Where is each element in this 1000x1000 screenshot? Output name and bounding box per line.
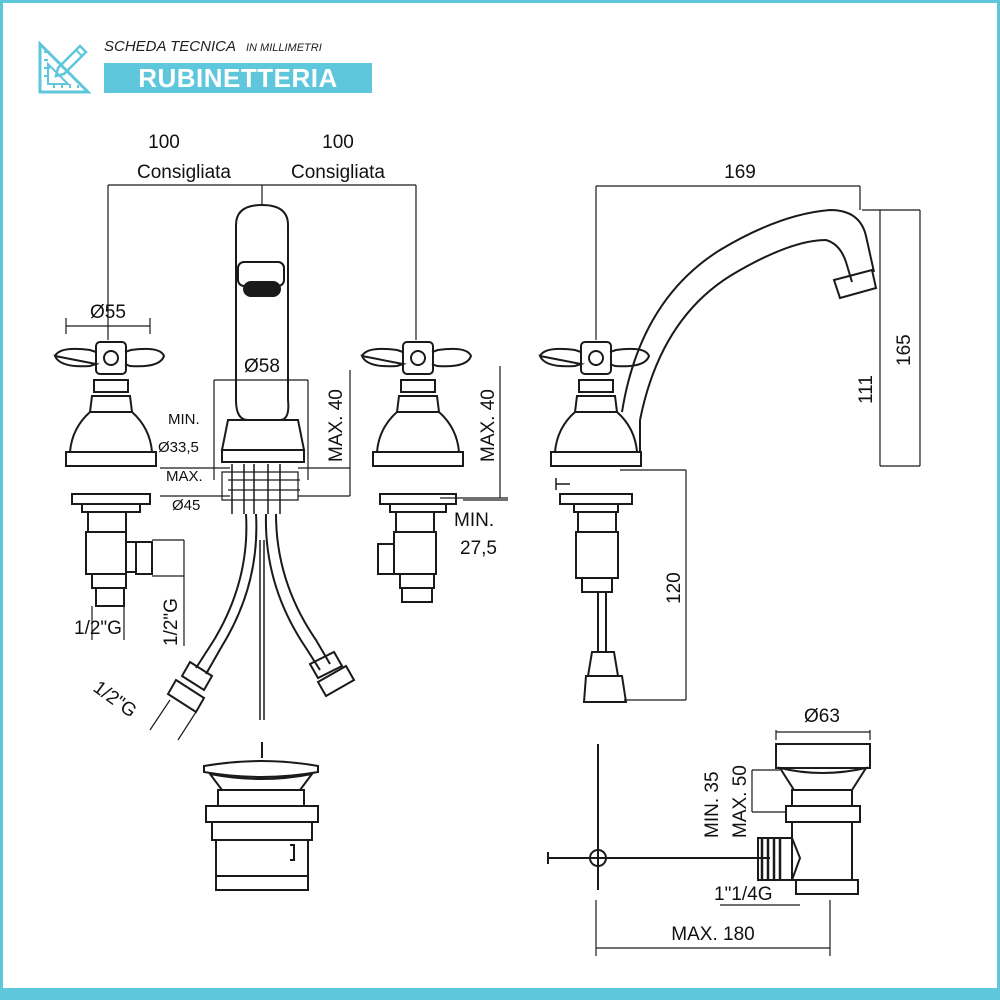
hose-length: 120 bbox=[664, 572, 685, 604]
thread-left-horizontal: 1/2"G bbox=[74, 618, 122, 639]
height-111: 111 bbox=[856, 375, 877, 404]
sheet-title: SCHEDA TECNICA IN MILLIMETRI bbox=[104, 38, 322, 55]
max-40-center: MAX. 40 bbox=[326, 389, 347, 462]
bottom-accent-bar bbox=[0, 988, 1000, 1000]
spacing-left-value: 100 bbox=[148, 132, 180, 153]
spout-diameter: Ø58 bbox=[244, 356, 280, 377]
drain-diameter: Ø63 bbox=[804, 706, 840, 727]
handle-diameter: Ø55 bbox=[90, 302, 126, 323]
spacing-right-value: 100 bbox=[322, 132, 354, 153]
spacing-right-note: Consigliata bbox=[291, 162, 385, 183]
hole-max-value: Ø45 bbox=[172, 497, 200, 514]
hole-min-value: Ø33,5 bbox=[158, 439, 199, 456]
side-view-drawing bbox=[538, 185, 921, 956]
min-value: 27,5 bbox=[460, 538, 497, 559]
hole-min-label: MIN. bbox=[168, 411, 200, 428]
max-40-right: MAX. 40 bbox=[478, 389, 499, 462]
min-label: MIN. bbox=[454, 510, 494, 531]
spout-reach: 169 bbox=[724, 162, 756, 183]
thread-left-vertical: 1/2"G bbox=[161, 598, 182, 646]
drain-min: MIN. 35 bbox=[702, 771, 723, 838]
drain-max: MAX. 50 bbox=[730, 765, 751, 838]
drain-thread: 1"1/4G bbox=[714, 884, 773, 905]
height-165: 165 bbox=[894, 334, 915, 366]
thread-hose: 1/2"G bbox=[89, 677, 140, 722]
dimension-labels: 100 Consigliata 100 Consigliata Ø55 Ø58 … bbox=[74, 132, 915, 945]
drain-reach: MAX. 180 bbox=[671, 924, 754, 945]
category-banner: RUBINETTERIA bbox=[104, 63, 372, 93]
front-view-drawing bbox=[53, 184, 508, 891]
sheet-subtitle: IN MILLIMETRI bbox=[245, 42, 322, 54]
sheet-title-text: SCHEDA TECNICA bbox=[104, 38, 236, 55]
ruler-pencil-icon bbox=[38, 40, 92, 94]
spacing-left-note: Consigliata bbox=[137, 162, 231, 183]
hole-max-label: MAX. bbox=[166, 468, 203, 485]
